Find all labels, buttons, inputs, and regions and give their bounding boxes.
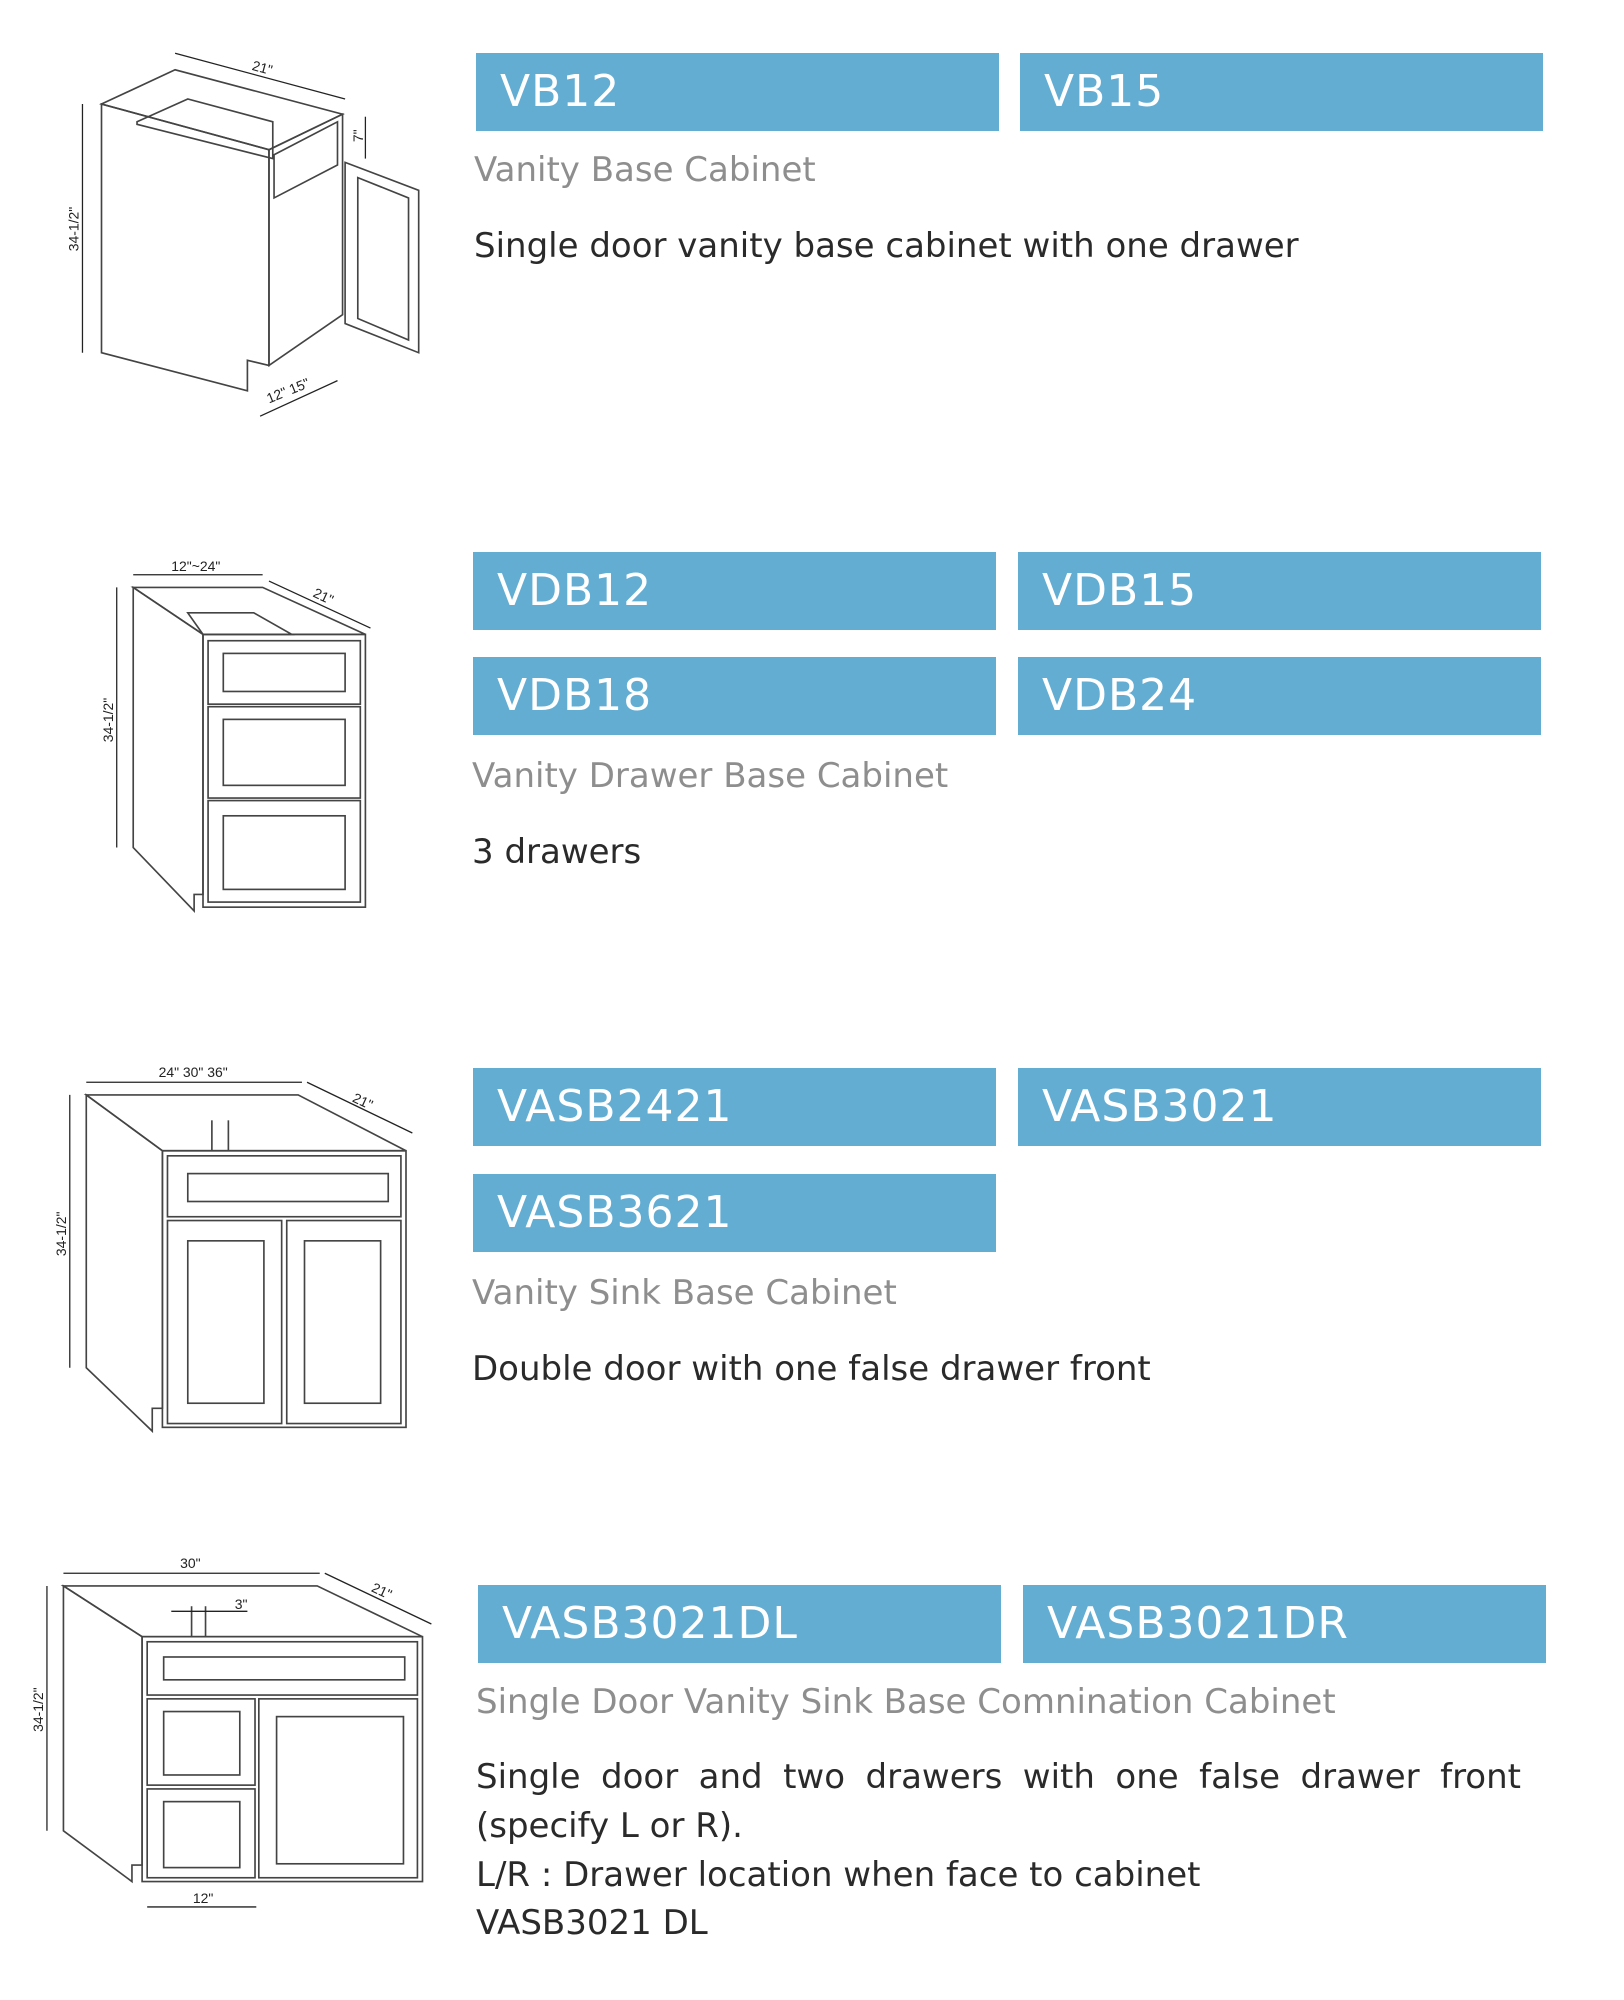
section-description: Single door vanity base cabinet with one… bbox=[474, 226, 1299, 266]
section-title: Single Door Vanity Sink Base Comnination… bbox=[476, 1682, 1336, 1722]
dimension-height: 34-1/2" bbox=[30, 1687, 46, 1732]
dimension-width: 30" bbox=[180, 1555, 201, 1571]
section-description: Double door with one false drawer front bbox=[472, 1349, 1151, 1389]
code-badge-vasb3621: VASB3621 bbox=[473, 1174, 996, 1252]
dimension-height: 34-1/2" bbox=[53, 1212, 69, 1257]
dimension-width: 12"~24" bbox=[171, 558, 220, 574]
dimension-width: 21" bbox=[250, 57, 274, 78]
dimension-height: 34-1/2" bbox=[66, 207, 82, 252]
vanity-base-cabinet-drawing-icon: 21" 34-1/2" 7" 12" 15" bbox=[66, 52, 420, 417]
code-badge-vdb15: VDB15 bbox=[1018, 552, 1541, 630]
code-badge-vasb3021: VASB3021 bbox=[1018, 1068, 1541, 1146]
code-badge-vasb2421: VASB2421 bbox=[473, 1068, 996, 1146]
section-title: Vanity Sink Base Cabinet bbox=[472, 1273, 897, 1313]
dimension-stile: 3" bbox=[235, 1596, 248, 1612]
section-title: Vanity Drawer Base Cabinet bbox=[472, 756, 949, 796]
vanity-sink-base-combination-cabinet-drawing-icon: 30" 21" 3" 12" 34-1/2" bbox=[30, 1555, 432, 1908]
dimension-door: 12" 15" bbox=[264, 375, 312, 407]
dimension-drawer: 7" bbox=[350, 129, 366, 142]
dimension-height: 34-1/2" bbox=[100, 698, 116, 743]
dimension-drawer-width: 12" bbox=[193, 1890, 214, 1906]
code-badge-vasb3021dl: VASB3021DL bbox=[478, 1585, 1001, 1663]
code-badge-vdb18: VDB18 bbox=[473, 657, 996, 735]
dimension-width: 24" 30" 36" bbox=[159, 1064, 228, 1080]
dimension-depth: 21" bbox=[350, 1089, 375, 1112]
code-badge-vdb12: VDB12 bbox=[473, 552, 996, 630]
section-description-line-3: L/R : Drawer location when face to cabin… bbox=[476, 1855, 1201, 1895]
code-badge-vb15: VB15 bbox=[1020, 53, 1543, 131]
section-description-line-1: Single door and two drawers with one fal… bbox=[476, 1757, 1521, 1797]
section-title: Vanity Base Cabinet bbox=[474, 150, 816, 190]
section-description: 3 drawers bbox=[472, 832, 642, 872]
section-description-line-4: VASB3021 DL bbox=[476, 1903, 708, 1943]
dimension-depth: 21" bbox=[369, 1579, 394, 1602]
vanity-drawer-base-cabinet-drawing-icon: 12"~24" 21" 34-1/2" bbox=[100, 558, 371, 914]
code-badge-vb12: VB12 bbox=[476, 53, 999, 131]
code-badge-vdb24: VDB24 bbox=[1018, 657, 1541, 735]
code-badge-vasb3021dr: VASB3021DR bbox=[1023, 1585, 1546, 1663]
vanity-sink-base-cabinet-drawing-icon: 24" 30" 36" 21" 34-1/2" bbox=[53, 1064, 413, 1434]
dimension-depth: 21" bbox=[311, 585, 336, 608]
section-description-line-2: (specify L or R). bbox=[476, 1806, 743, 1846]
